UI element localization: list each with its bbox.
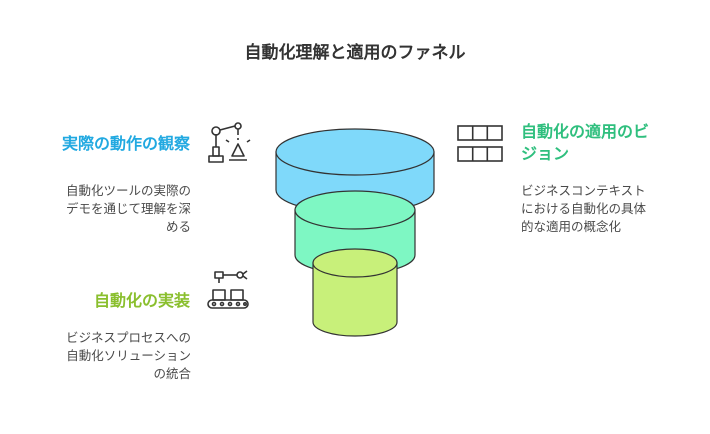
implement-description-line: の統合	[153, 366, 191, 381]
context-description: ビジネスコンテキスト における自動化の具体 的な適用の概念化	[521, 182, 701, 236]
context-heading-line: ジョン	[521, 144, 570, 163]
diagram-title: 自動化理解と適用のファネル	[244, 43, 466, 63]
funnel-layer-bottom	[312, 248, 398, 337]
grid-table-icon	[457, 125, 503, 162]
robot-arm-icon	[208, 122, 251, 163]
implement-description-line: ビジネスプロセスへの	[65, 330, 191, 345]
context-heading: 自動化の適用のビ ジョン	[521, 121, 701, 165]
implement-description-line: 自動化ソリューション	[66, 348, 191, 363]
context-description-line: ビジネスコンテキスト	[521, 183, 646, 198]
context-heading-line: 自動化の適用のビ	[521, 122, 650, 141]
context-description-line: における自動化の具体	[521, 201, 647, 216]
context-description-line: 的な適用の概念化	[521, 219, 622, 234]
implement-heading: 自動化の実装	[93, 291, 190, 310]
conveyor-robot-icon	[207, 270, 249, 309]
observe-description-line: デモを通じて理解を深	[65, 201, 191, 216]
observe-description-line: める	[165, 219, 191, 234]
observe-heading: 実際の動作の観察	[61, 134, 190, 153]
observe-description: 自動化ツールの実際の デモを通じて理解を深 める	[10, 182, 191, 236]
observe-description-line: 自動化ツールの実際の	[65, 183, 191, 198]
implement-description: ビジネスプロセスへの 自動化ソリューション の統合	[10, 329, 191, 383]
